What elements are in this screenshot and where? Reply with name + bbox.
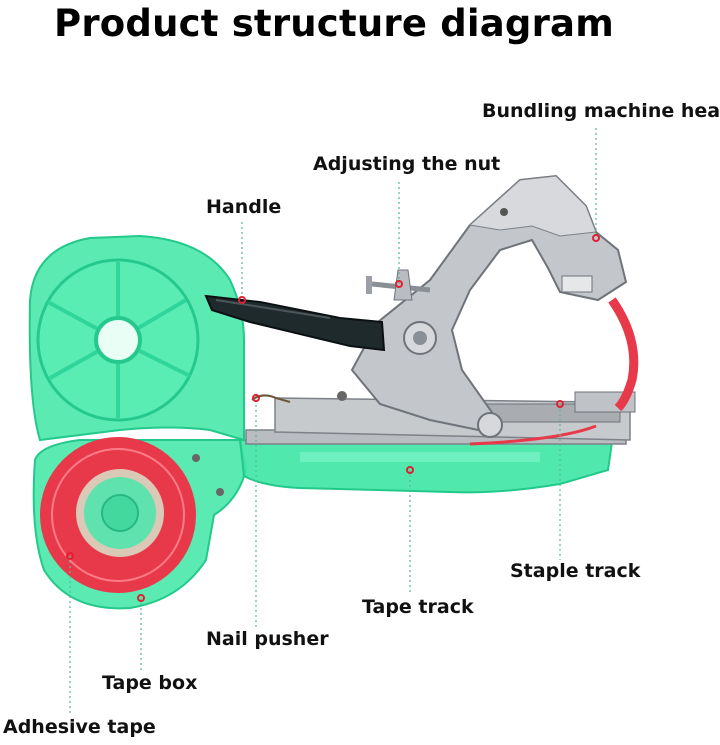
- callout-dots: [66, 234, 600, 602]
- label-bundling-machine-head: Bundling machine head: [482, 100, 720, 122]
- label-adjusting-nut: Adjusting the nut: [313, 153, 501, 175]
- frame: [337, 174, 628, 438]
- label-staple-track: Staple track: [510, 560, 641, 582]
- label-adhesive-tape: Adhesive tape: [3, 716, 156, 738]
- handle: [204, 294, 386, 352]
- tape-track: [238, 438, 614, 494]
- nail-pusher: [251, 394, 291, 403]
- reel-cover: [28, 234, 245, 442]
- label-handle: Handle: [206, 196, 282, 218]
- tape-box: [32, 437, 248, 610]
- page-title: Product structure diagram: [54, 2, 614, 45]
- label-nail-pusher: Nail pusher: [206, 628, 329, 650]
- leader-lines: [69, 128, 597, 716]
- label-tape-track: Tape track: [362, 596, 474, 618]
- label-tape-box: Tape box: [102, 672, 198, 694]
